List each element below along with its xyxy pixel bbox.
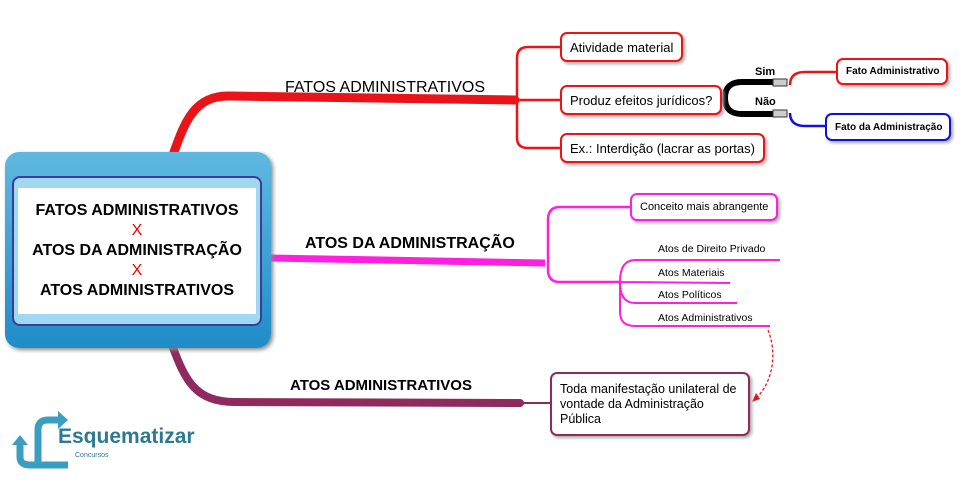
versus-x: X [131, 262, 143, 279]
node-fato-da-administracao[interactable]: Fato da Administração [825, 113, 951, 141]
logo-arrows-icon [12, 411, 68, 469]
branch-atos-administrativos-label[interactable]: ATOS ADMINISTRATIVOS [290, 377, 472, 394]
central-line1: FATOS ADMINISTRATIVOS [35, 202, 239, 219]
item-atos-administrativos[interactable]: Atos Administrativos [658, 312, 753, 324]
node-definicao-ato-administrativo[interactable]: Toda manifestação unilateral de vontade … [550, 372, 750, 436]
node-interdicao[interactable]: Ex.: Interdição (lacrar as portas) [560, 133, 765, 163]
node-conceito-abrangente[interactable]: Conceito mais abrangente [630, 193, 778, 221]
label-sim: Sim [755, 66, 776, 78]
item-atos-direito-privado[interactable]: Atos de Direito Privado [658, 243, 766, 255]
item-atos-politicos[interactable]: Atos Políticos [658, 289, 722, 301]
logo-name: Esquematizar [58, 425, 195, 448]
branch-atos-da-administracao-label[interactable]: ATOS DA ADMINISTRAÇÃO [305, 235, 515, 252]
label-nao: Não [755, 96, 776, 108]
logo: Esquematizar Concursos [8, 405, 198, 475]
node-produz-efeitos[interactable]: Produz efeitos jurídicos? [560, 85, 723, 115]
central-line2: ATOS DA ADMINISTRAÇÃO [32, 242, 242, 259]
node-atividade-material[interactable]: Atividade material [560, 32, 684, 62]
versus-x: X [131, 222, 143, 239]
logo-sub: Concursos [75, 452, 109, 459]
item-atos-materiais[interactable]: Atos Materiais [658, 267, 725, 279]
branch-fatos-label[interactable]: FATOS ADMINISTRATIVOS [285, 79, 486, 96]
central-line3: ATOS ADMINISTRATIVOS [39, 282, 235, 299]
node-fato-administrativo[interactable]: Fato Administrativo [836, 58, 948, 85]
central-topic-text: FATOS ADMINISTRATIVOS X ATOS DA ADMINIST… [18, 188, 256, 314]
